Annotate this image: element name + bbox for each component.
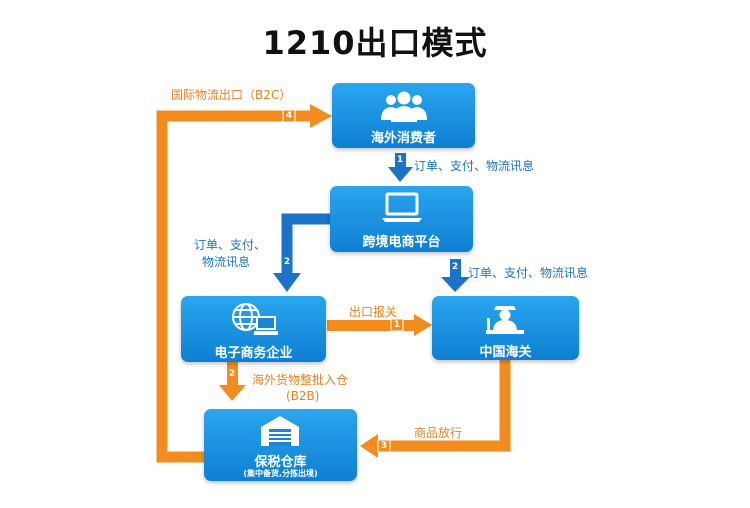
node-overseas-consumer[interactable]: 海外消费者 xyxy=(332,83,475,148)
node-bonded-warehouse[interactable]: 保税仓库 (集中备货,分拣出境) xyxy=(204,409,357,481)
edge-label: 海外货物整批入仓 xyxy=(252,373,349,387)
globe-computer-icon xyxy=(232,303,278,335)
node-sublabel: (集中备货,分拣出境) xyxy=(243,469,318,478)
edge-number: 2 xyxy=(451,262,459,272)
edge-number: 1 xyxy=(393,320,401,330)
edge-label: (B2B) xyxy=(286,389,320,403)
edge-international-logistics xyxy=(156,104,332,463)
node-cross-border-platform[interactable]: 跨境电商平台 xyxy=(330,186,473,252)
edge-goods-into-warehouse xyxy=(219,362,246,401)
node-label: 保税仓库 xyxy=(254,455,307,470)
people-icon xyxy=(381,91,427,122)
node-label: 海外消费者 xyxy=(370,131,436,146)
edge-label: 商品放行 xyxy=(414,426,463,440)
edge-label: 国际物流出口（B2C） xyxy=(171,88,292,102)
edge-number: 4 xyxy=(285,111,293,121)
node-label: 跨境电商平台 xyxy=(362,235,441,250)
edge-label: 物流讯息 xyxy=(202,255,251,269)
edge-label: 订单、支付、物流讯息 xyxy=(468,266,589,280)
edge-goods-release xyxy=(360,360,511,458)
page-title: 1210出口模式 xyxy=(262,24,488,62)
edge-platform-to-ecommerce xyxy=(273,213,330,292)
edge-label: 订单、支付、物流讯息 xyxy=(414,159,535,173)
edge-label: 出口报关 xyxy=(349,305,398,319)
node-china-customs[interactable]: 中国海关 xyxy=(432,296,579,360)
node-label: 中国海关 xyxy=(479,345,532,360)
edge-export-declaration xyxy=(327,314,432,336)
customs-officer-icon xyxy=(486,306,524,334)
edge-consumer-to-platform xyxy=(388,153,413,182)
edge-label: 订单、支付、 xyxy=(194,238,267,252)
laptop-icon xyxy=(382,192,422,222)
edge-number: 3 xyxy=(380,441,388,451)
edge-number: 2 xyxy=(283,257,291,267)
node-ecommerce-enterprise[interactable]: 电子商务企业 xyxy=(181,296,326,362)
node-label: 电子商务企业 xyxy=(214,346,293,361)
edge-number: 2 xyxy=(228,369,236,379)
warehouse-icon xyxy=(261,416,299,446)
edge-platform-to-customs xyxy=(441,259,470,292)
edge-number: 1 xyxy=(396,155,404,165)
